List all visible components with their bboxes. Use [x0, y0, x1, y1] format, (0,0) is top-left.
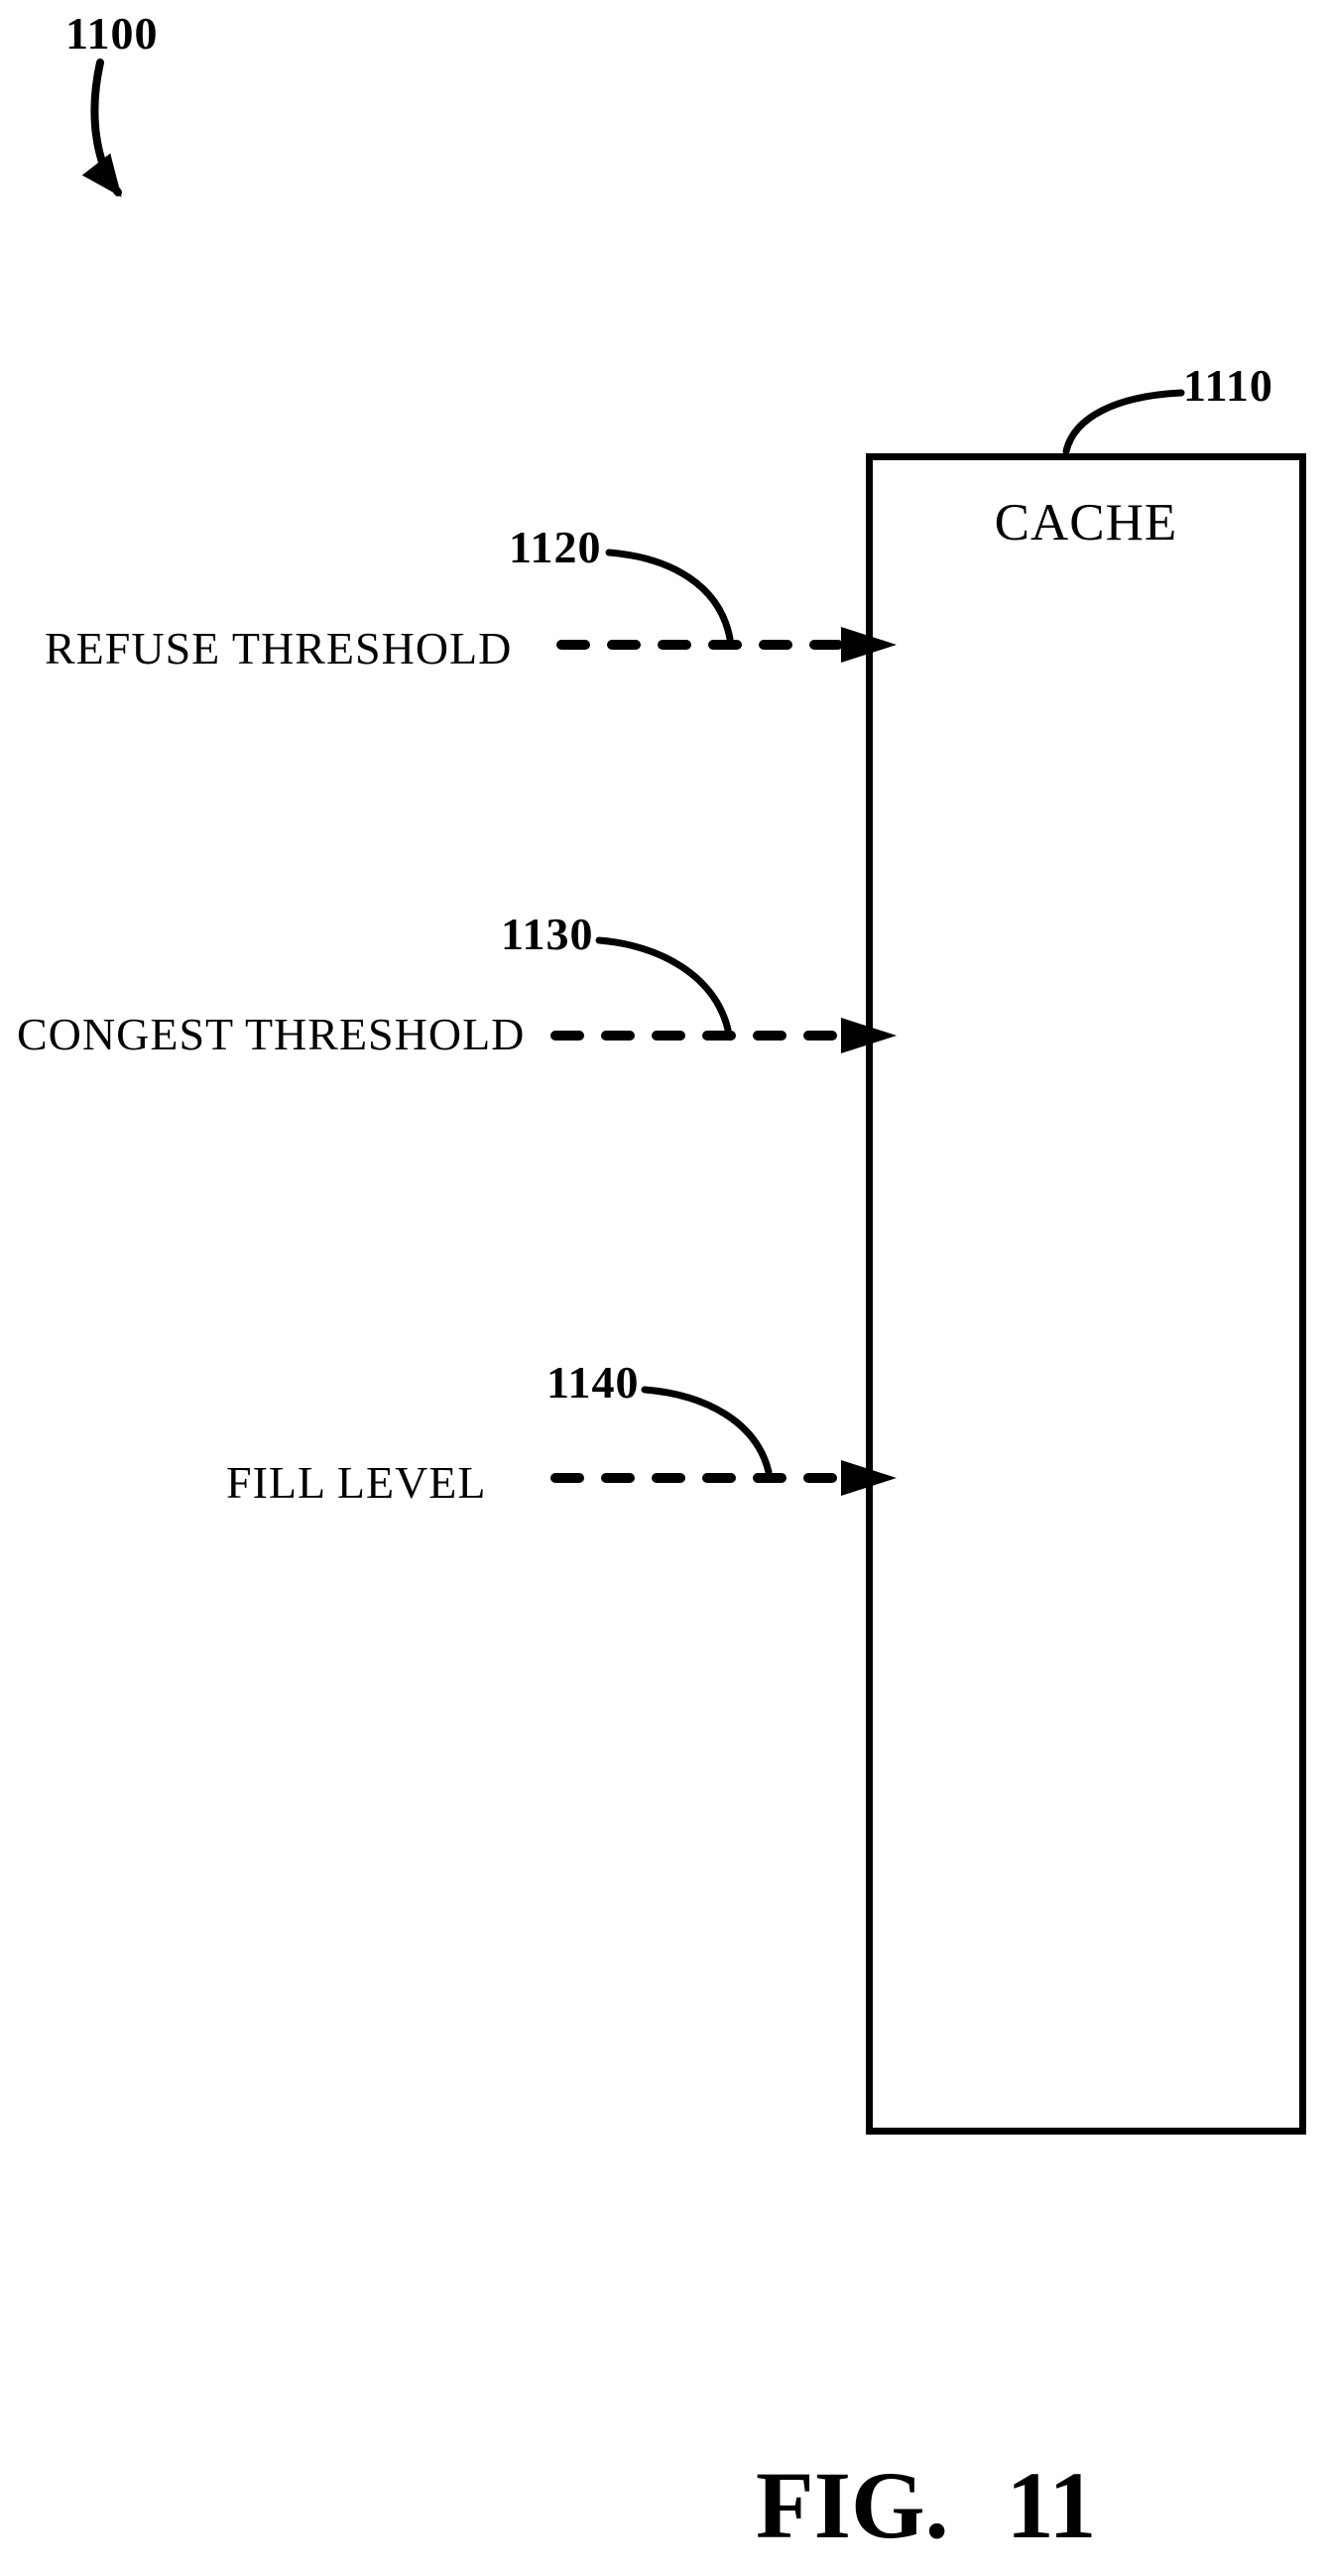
figure-caption-fig: FIG.	[756, 2452, 949, 2558]
leader-line-1130	[595, 936, 732, 1034]
refuse-threshold-arrowhead	[841, 627, 897, 663]
refuse-threshold-label: REFUSE THRESHOLD	[45, 623, 513, 674]
cache-box	[866, 453, 1306, 2135]
leader-line-1140	[641, 1386, 773, 1476]
figure-reference-label: 1100	[65, 8, 159, 59]
refuse-threshold-reference: 1120	[509, 522, 602, 572]
fill-level-label: FILL LEVEL	[226, 1457, 487, 1508]
leader-line-1110	[1062, 389, 1185, 455]
cache-box-title: CACHE	[994, 494, 1178, 552]
congest-threshold-label: CONGEST THRESHOLD	[17, 1009, 526, 1059]
figure-caption: FIG. 11	[756, 2458, 1096, 2553]
cache-reference-label: 1110	[1183, 360, 1273, 411]
fill-level-reference: 1140	[546, 1357, 640, 1408]
figure-caption-number: 11	[1006, 2452, 1097, 2558]
figure-reference-arrow	[81, 59, 122, 197]
fill-level-arrowhead	[841, 1460, 897, 1496]
leader-line-1120	[605, 549, 734, 643]
congest-threshold-arrowhead	[841, 1018, 897, 1053]
congest-threshold-reference: 1130	[501, 909, 594, 959]
